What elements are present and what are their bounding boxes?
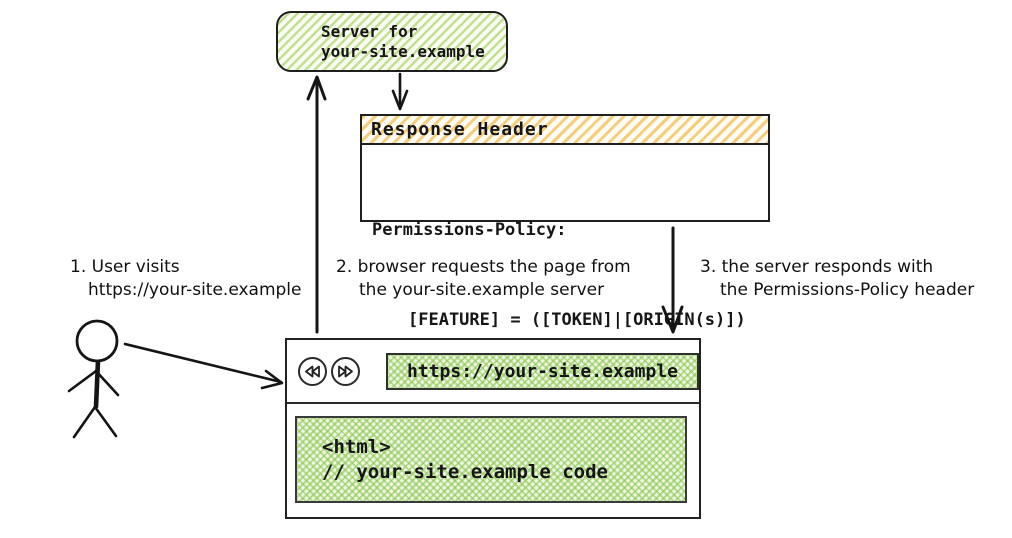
code-line2: // your-site.example code xyxy=(322,460,608,483)
arrow-browser-to-server xyxy=(306,75,327,334)
policy-line1: Permissions-Policy: xyxy=(372,220,567,240)
page-code-box: <html> // your-site.example code xyxy=(295,416,687,503)
browser-viewport: <html> // your-site.example code xyxy=(287,404,699,516)
server-box: Server for your-site.example xyxy=(276,11,508,72)
response-header-box: Response Header Permissions-Policy: [FEA… xyxy=(360,114,770,330)
arrow-server-to-response-header xyxy=(391,72,409,111)
step-1-line1: 1. User visits xyxy=(70,257,180,277)
back-icon xyxy=(298,356,327,386)
step-3-line2: the Permissions-Policy header xyxy=(720,280,975,300)
step-1-line2: https://your-site.example xyxy=(88,280,302,300)
browser-toolbar: https://your-site.example xyxy=(287,340,699,404)
step-2-line1: 2. browser requests the page from xyxy=(336,257,631,277)
policy-line2: [FEATURE] = ([TOKEN]|[ORIGIN(s)]) xyxy=(408,310,746,330)
step-2-label: 2. browser requests the page from the yo… xyxy=(336,256,631,302)
step-1-label: 1. User visits https://your-site.example xyxy=(70,256,302,302)
forward-icon xyxy=(331,356,360,386)
response-header-body: Permissions-Policy: [FEATURE] = ([TOKEN]… xyxy=(362,145,768,395)
response-header-title: Response Header xyxy=(362,116,768,145)
stick-figure-user xyxy=(67,319,120,439)
url-text: https://your-site.example xyxy=(407,360,678,382)
arrow-user-to-browser xyxy=(123,342,284,390)
step-3-line1: 3. the server responds with xyxy=(700,257,934,277)
browser-window: https://your-site.example <html> // your… xyxy=(285,338,701,519)
step-2-line2: the your-site.example server xyxy=(359,280,605,300)
server-label-line1: Server for xyxy=(321,21,418,41)
url-bar: https://your-site.example xyxy=(386,352,699,390)
code-line1: <html> xyxy=(322,435,391,458)
step-3-label: 3. the server responds with the Permissi… xyxy=(700,256,974,302)
server-label-line2: your-site.example xyxy=(321,41,485,61)
